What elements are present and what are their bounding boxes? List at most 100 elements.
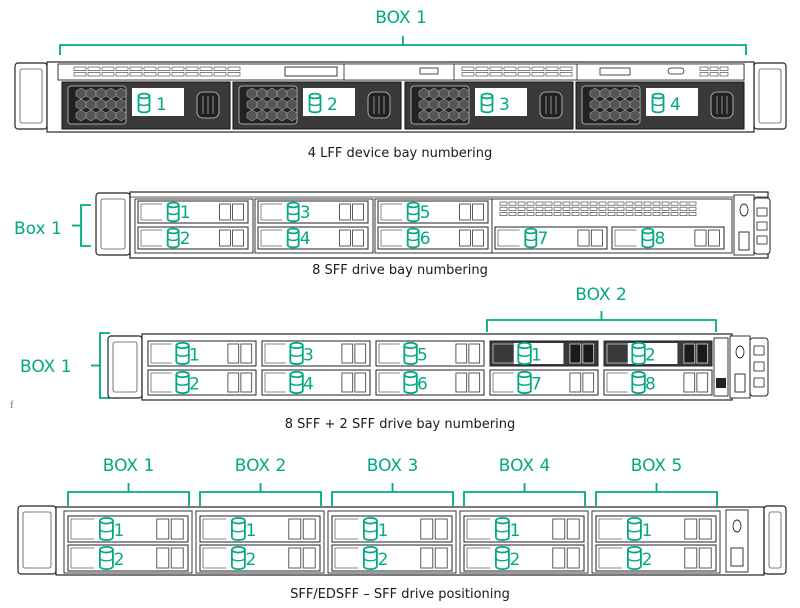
sff8p2-section: BOX 1 BOX 2 f 1 2 3 4 5 6 1 2 7 8 8 SFF + 2 SFF drive… [10, 285, 769, 432]
drive-bay: 1 [137, 200, 249, 224]
bay-number: 6 [417, 374, 428, 394]
drive-icon [362, 516, 378, 542]
bay-number: 4 [670, 95, 681, 115]
bay-number: 7 [531, 374, 542, 394]
bay-number: 2 [114, 550, 125, 570]
lff-bay: 3 [404, 81, 574, 130]
drive-icon [230, 545, 246, 571]
drive-bay: 4 [257, 226, 369, 250]
drive-bay: 2 [67, 544, 189, 572]
drive-bay: 1 [463, 515, 585, 543]
drive-bay: 5 [375, 340, 485, 367]
bay-number: 2 [327, 95, 338, 115]
drive-bay: 6 [375, 369, 485, 396]
bay-number: 3 [300, 203, 311, 223]
drive-icon [494, 545, 510, 571]
drive-icon [627, 516, 642, 542]
bay-number: 3 [499, 95, 510, 115]
bay-number: 1 [531, 345, 542, 365]
drive-icon [517, 370, 532, 395]
bay-number: 7 [538, 229, 549, 249]
drive-bay: 1 [489, 340, 599, 367]
bay-number: 2 [246, 550, 257, 570]
bay-number: 1 [246, 521, 257, 541]
drive-bay: 8 [611, 226, 725, 250]
drive-bay: 1 [147, 340, 257, 367]
lff-bay: 4 [575, 81, 745, 130]
bay-number: 1 [378, 521, 389, 541]
bay-number: 5 [420, 203, 431, 223]
drive-bay: 6 [377, 226, 489, 250]
stray-mark: f [10, 399, 14, 411]
drive-icon [137, 92, 151, 114]
drive-bay: 5 [377, 200, 489, 224]
edsff-section: BOX 1 BOX 2 BOX 3 BOX 4 BOX 5 1 2 1 2 1 2 1 2 1 2SFF/E… [17, 456, 787, 602]
drive-bay: 2 [199, 544, 321, 572]
drive-icon [406, 201, 420, 223]
bay-number: 4 [300, 229, 311, 249]
drive-icon [403, 341, 418, 366]
drive-bay: 1 [595, 515, 717, 543]
caption: 8 SFF + 2 SFF drive bay numbering [285, 417, 515, 432]
drive-icon [627, 545, 642, 571]
drive-icon [289, 341, 304, 366]
drive-icon [286, 201, 300, 223]
bay-number: 3 [303, 345, 314, 365]
drive-bay: 2 [147, 369, 257, 396]
bay-number: 6 [420, 229, 431, 249]
drive-icon [651, 92, 665, 114]
drive-icon [631, 370, 646, 395]
drive-icon [308, 92, 322, 114]
drive-bay: 1 [331, 515, 453, 543]
bay-number: 5 [417, 345, 428, 365]
drive-bay: 3 [257, 200, 369, 224]
drive-icon [175, 341, 190, 366]
box-label: Box 1 [14, 219, 62, 239]
box-label: BOX 1 [20, 357, 72, 377]
bay-number: 2 [180, 229, 191, 249]
box-label: BOX 4 [499, 456, 551, 476]
drive-icon [631, 341, 646, 366]
drive-bay: 8 [603, 369, 713, 396]
bay-number: 4 [303, 374, 314, 394]
drive-icon [362, 545, 378, 571]
drive-bay: 2 [595, 544, 717, 572]
bay-number: 1 [156, 95, 167, 115]
bay-number: 1 [189, 345, 200, 365]
drive-icon [175, 370, 190, 395]
drive-bay: 1 [67, 515, 189, 543]
box-label: BOX 3 [367, 456, 419, 476]
caption: 4 LFF device bay numbering [308, 146, 492, 161]
drive-icon [517, 341, 532, 366]
drive-bay: 7 [494, 226, 608, 250]
drive-bay: 3 [261, 340, 371, 367]
drive-bay: 2 [331, 544, 453, 572]
caption: SFF/EDSFF – SFF drive positioning [290, 587, 510, 602]
box-label: BOX 2 [575, 285, 627, 305]
drive-icon [166, 227, 180, 249]
box-label: BOX 5 [631, 456, 683, 476]
bay-number: 2 [189, 374, 200, 394]
bay-number: 1 [642, 521, 653, 541]
box-label: BOX 2 [235, 456, 287, 476]
drive-bay: 7 [489, 369, 599, 396]
drive-icon [286, 227, 300, 249]
drive-icon [494, 516, 510, 542]
drive-bay: 2 [463, 544, 585, 572]
bay-number: 2 [510, 550, 521, 570]
bay-number: 8 [655, 229, 666, 249]
drive-icon [641, 227, 655, 249]
drive-bay: 2 [603, 340, 713, 367]
drive-icon [406, 227, 420, 249]
lff-bay: 2 [232, 81, 402, 130]
drive-icon [99, 516, 114, 542]
bay-number: 1 [114, 521, 125, 541]
bay-number: 2 [642, 550, 653, 570]
box-label: BOX 1 [103, 456, 155, 476]
drive-icon [166, 201, 180, 223]
bay-number: 1 [180, 203, 191, 223]
bay-number: 2 [378, 550, 389, 570]
